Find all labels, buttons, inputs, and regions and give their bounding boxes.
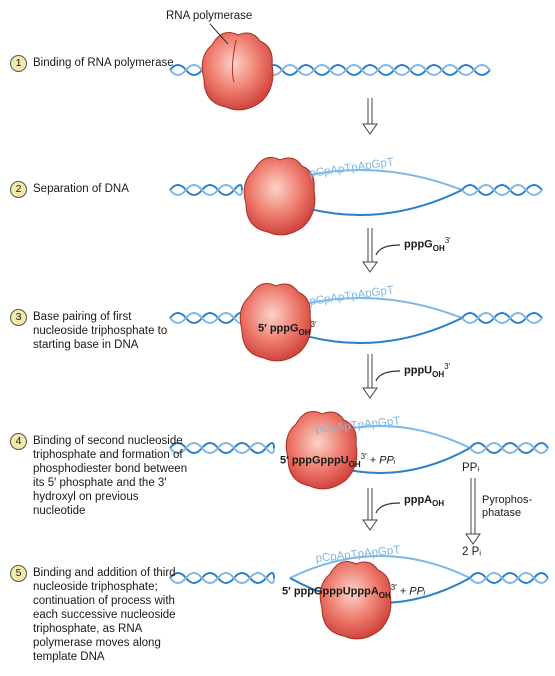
row-2-dna [169,169,543,216]
step-5-badge: 5 [10,565,27,582]
nascent-rna-row3: 5′ pppGOH3′ [258,320,317,337]
step-arrow-1 [362,98,378,135]
template-strand-row5: pCpApTpApGpT [315,544,401,565]
step-arrow-2 [362,228,401,273]
step-arrow-3 [362,354,401,399]
nascent-rna-row4: 5′ pppGpppUOH3′ + PPᵢ [280,452,396,469]
pyrophosphatase-arrow [465,478,481,545]
step-3-badge: 3 [10,309,27,326]
step-2-text: Separation of DNA [33,183,129,195]
step-1: 1 Binding of RNA polymerase [10,55,175,72]
pyrophosphatase-label: Pyrophos- phatase [482,494,533,519]
row-3-dna [169,297,543,344]
step-5-text: Binding and addition of third nucleoside… [33,567,176,663]
row-2-polymerase [243,157,316,236]
polymerase-label: RNA polymerase [166,10,253,22]
step-3-text: Base pairing of first nucleoside triphos… [33,311,168,351]
nascent-rna-row5: 5′ pppGpppUpppAOH3′ + PPᵢ [282,583,426,600]
polymerase-pointer [209,23,229,45]
row-3-polymerase [239,283,312,362]
step-4: 4 Binding of second nucleoside triphosph… [10,433,188,518]
row-1-polymerase [201,32,274,111]
step-4-text: Binding of second nucleoside triphosphat… [33,435,188,517]
incoming-nucleotide-g: pppGOH3′ [404,236,451,253]
step-2: 2 Separation of DNA [10,181,175,198]
incoming-nucleotide-u: pppUOH3′ [404,362,451,379]
step-1-badge: 1 [10,55,27,72]
row-5-polymerase [319,561,392,640]
step-1-text: Binding of RNA polymerase [33,57,174,69]
step-5: 5 Binding and addition of third nucleosi… [10,565,200,664]
step-arrow-4 [362,488,401,531]
template-strand-row2: pCpApTpApGpT [309,156,395,180]
incoming-nucleotide-a: pppAOH [404,494,445,509]
step-3: 3 Base pairing of first nucleoside triph… [10,309,175,352]
row-4-polymerase [285,411,358,490]
two-pi-label: 2 Pᵢ [462,546,482,558]
template-strand-row3: pCpApTpApGpT [309,284,395,308]
ppi-label: PPᵢ [462,462,480,474]
step-2-badge: 2 [10,181,27,198]
template-strand-labels: pCpApTpApGpT pCpApTpApGpT pCpApTpApGpT p… [309,156,401,565]
step-4-badge: 4 [10,433,27,450]
